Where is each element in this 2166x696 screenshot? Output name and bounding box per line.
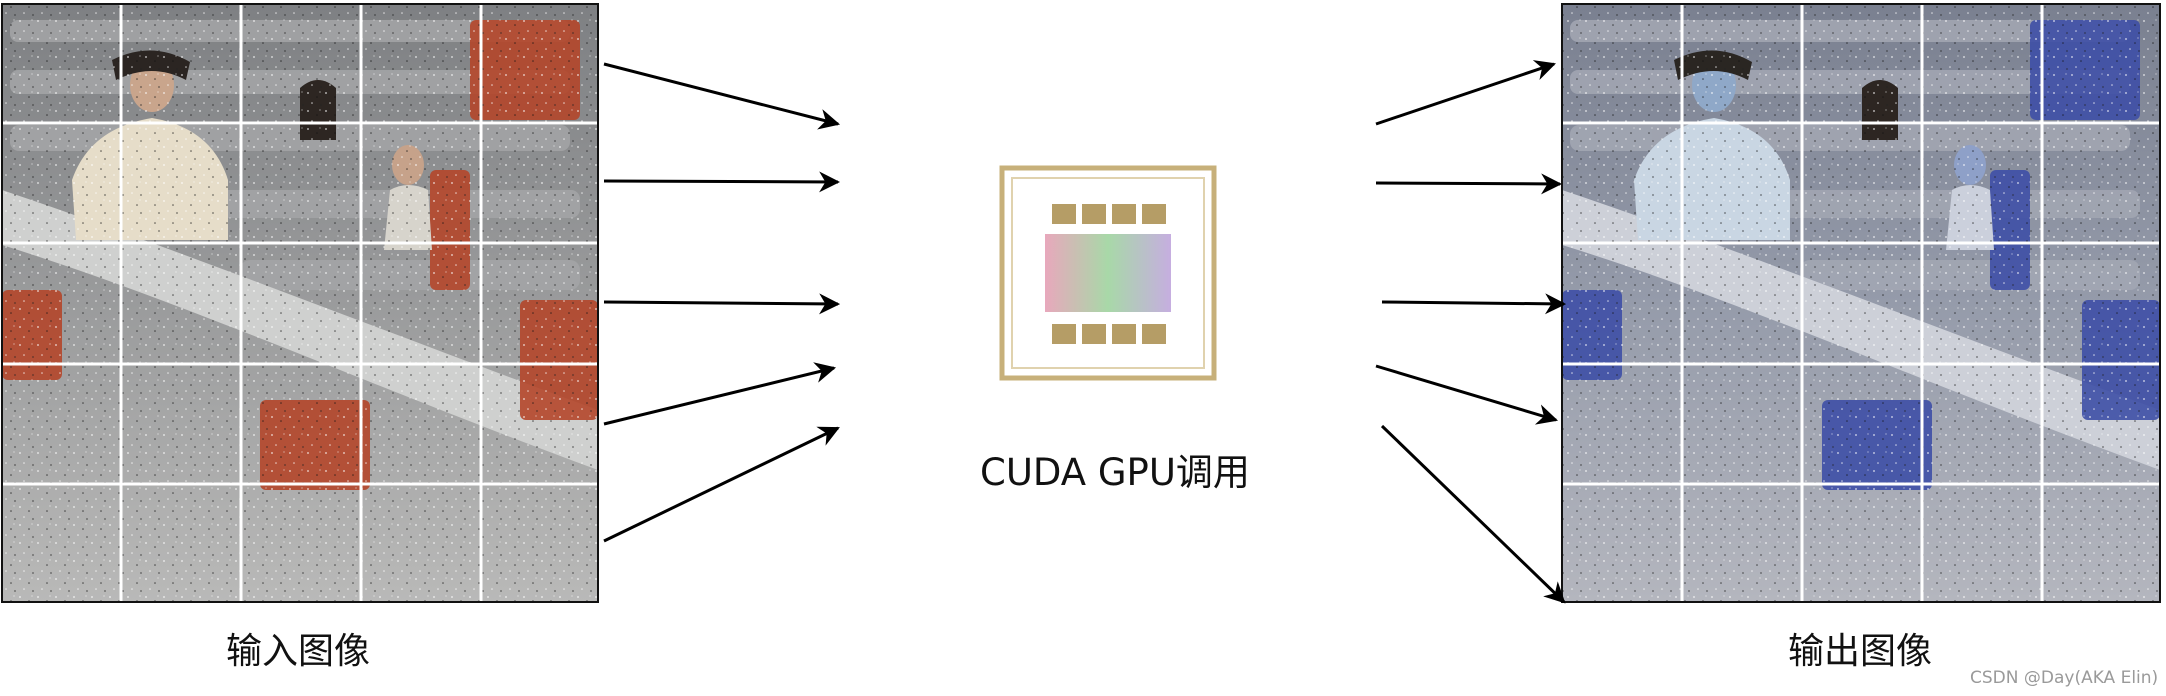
arrow-in-1: [603, 62, 841, 130]
arrow-in-4: [603, 362, 837, 426]
arrow-out-5: [1380, 424, 1566, 604]
arrow-in-5: [603, 426, 840, 543]
arrow-out-3: [1381, 293, 1567, 315]
arrow-in-2: [603, 171, 841, 193]
arrow-out-2: [1375, 173, 1563, 195]
arrow-in-3: [603, 293, 841, 315]
output-image-label: 输出图像: [1788, 631, 1933, 672]
output-image: [1561, 3, 2161, 603]
arrow-out-4: [1375, 364, 1559, 425]
input-image-label: 输入图像: [226, 631, 371, 672]
output-arrows: [1375, 60, 1567, 604]
gpu-chip-icon: [999, 165, 1217, 381]
gpu-label: CUDA GPU调用: [980, 451, 1250, 494]
watermark-text: CSDN @Day(AKA Elin): [1970, 668, 2159, 688]
arrow-out-1: [1375, 60, 1556, 126]
input-image: [1, 3, 599, 603]
input-arrows: [603, 62, 841, 543]
